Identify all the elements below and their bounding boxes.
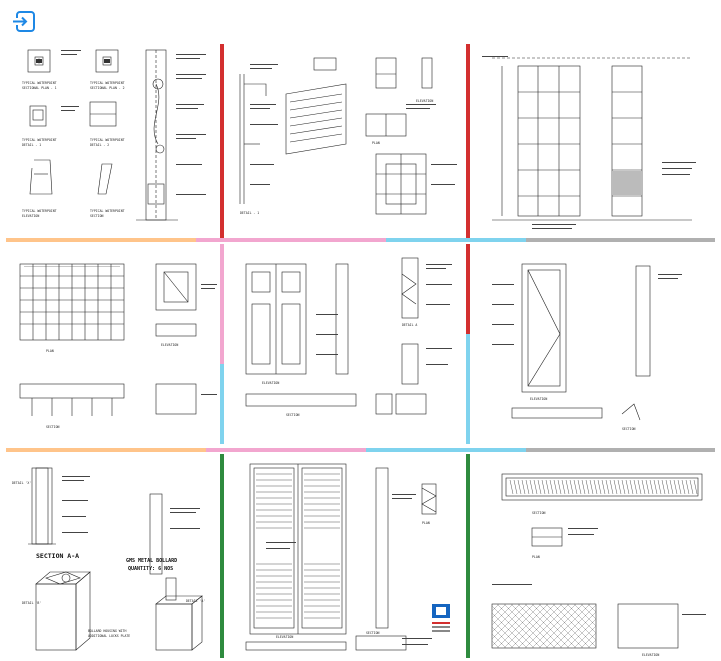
- drawing-louvered-door: ELEVATION SECTION PLAN: [245, 463, 450, 651]
- separator-pink: [220, 244, 224, 364]
- separator-green: [220, 454, 224, 658]
- label-section: SECTION: [366, 631, 380, 635]
- text-lines: [61, 50, 206, 195]
- separator-orange: [6, 238, 196, 242]
- bollard-caption: BOLLARD HOUSING WITH: [88, 629, 126, 633]
- label-section: SECTION: [286, 413, 300, 417]
- label-2: SECTIONAL PLAN - 1: [22, 86, 57, 90]
- separator-cyan: [366, 448, 526, 452]
- panel-bollard[interactable]: DETAIL 'X' SECTION A-A GMS METAL BOLLARD…: [6, 454, 220, 658]
- title-block-logo: [432, 604, 450, 632]
- drawing-grating: PLAN SECTION ELEVATION: [491, 473, 706, 657]
- separator-gray: [526, 448, 715, 452]
- drawing-double-door: ELEVATION SECTION DETAIL A: [245, 257, 452, 417]
- exit-to-app-icon[interactable]: [10, 8, 38, 36]
- panel-louvered-door[interactable]: ELEVATION SECTION PLAN: [226, 454, 466, 658]
- panel-grating-mesh[interactable]: PLAN SECTION ELEVATION: [472, 454, 715, 658]
- panel-glazed-door[interactable]: ELEVATION SECTION: [472, 244, 715, 444]
- separator-cyan: [466, 334, 470, 444]
- label-detail: DETAIL - 1: [240, 211, 259, 215]
- drawing-bracket: DETAIL - 1 ELEVATION PLAN: [239, 57, 457, 215]
- label-elevation: ELEVATION: [642, 653, 659, 657]
- label-detail-a: DETAIL A: [402, 323, 417, 327]
- label-1: TYPICAL WATERPOINT: [22, 81, 57, 85]
- drawing-bollard: DETAIL 'X' SECTION A-A GMS METAL BOLLARD…: [12, 467, 205, 651]
- separator-orange: [6, 448, 206, 452]
- separator-green: [466, 454, 470, 658]
- separator-red: [466, 44, 470, 238]
- panel-double-door[interactable]: ELEVATION SECTION DETAIL A: [226, 244, 466, 444]
- label-plan: PLAN: [422, 521, 430, 525]
- detail-x-label: DETAIL 'X': [12, 481, 31, 485]
- drawing-glazed-door: ELEVATION SECTION: [492, 263, 682, 431]
- label-3: TYPICAL WATERPOINT: [90, 81, 125, 85]
- label-9: TYPICAL WATERPOINT: [22, 209, 57, 213]
- drawing-sheet-grid: TYPICAL WATERPOINT SECTIONAL PLAN - 1 TY…: [6, 44, 715, 658]
- label-8: DETAIL - 2: [90, 143, 109, 147]
- label-section: SECTION: [622, 427, 636, 431]
- label-12: SECTION: [90, 214, 104, 218]
- label-6: DETAIL - 1: [22, 143, 41, 147]
- label-elevation: ELEVATION: [161, 343, 178, 347]
- separator-cyan: [386, 238, 526, 242]
- drawing-waterpoint: TYPICAL WATERPOINT SECTIONAL PLAN - 1 TY…: [22, 49, 206, 221]
- separator-gray: [526, 238, 715, 242]
- detail-b-label: DETAIL 'B': [22, 601, 41, 605]
- label-section: SECTION: [532, 511, 546, 515]
- label-section: SECTION: [46, 425, 60, 429]
- drawing-shelving: [482, 56, 696, 229]
- detail-a-label: DETAIL 'A': [186, 599, 205, 603]
- section-label: SECTION A-A: [36, 552, 79, 560]
- separator-red: [466, 244, 470, 334]
- separator-pink: [196, 238, 386, 242]
- label-elevation: ELEVATION: [276, 635, 293, 639]
- bollard-caption-2: ADDITIONAL LOCKS PLATE: [88, 634, 130, 638]
- label-plan: PLAN: [532, 555, 540, 559]
- label-plan: PLAN: [46, 349, 54, 353]
- label-10: ELEVATION: [22, 214, 39, 218]
- panel-bracket-details[interactable]: DETAIL - 1 ELEVATION PLAN: [226, 44, 466, 238]
- bollard-title: GMS METAL BOLLARD: [126, 558, 177, 564]
- panel-shelving-frame[interactable]: [472, 44, 715, 238]
- label-7: TYPICAL WATERPOINT: [90, 138, 125, 142]
- label-11: TYPICAL WATERPOINT: [90, 209, 125, 213]
- label-plan: PLAN: [372, 141, 380, 145]
- label-elevation: ELEVATION: [416, 99, 433, 103]
- label-4: SECTIONAL PLAN - 2: [90, 86, 125, 90]
- separator-pink: [206, 448, 366, 452]
- panel-waterpoint-details[interactable]: TYPICAL WATERPOINT SECTIONAL PLAN - 1 TY…: [6, 44, 220, 238]
- label-elevation: ELEVATION: [262, 381, 279, 385]
- separator-cyan: [220, 364, 224, 444]
- label-elevation: ELEVATION: [530, 397, 547, 401]
- separator-red: [220, 44, 224, 238]
- bollard-quantity: QUANTITY: 6 NOS: [128, 566, 173, 572]
- panel-grille-plan[interactable]: PLAN ELEVATION SECTION: [6, 244, 220, 444]
- drawing-grille: PLAN ELEVATION SECTION: [19, 263, 217, 429]
- label-5: TYPICAL WATERPOINT: [22, 138, 57, 142]
- toolbar: [0, 0, 721, 40]
